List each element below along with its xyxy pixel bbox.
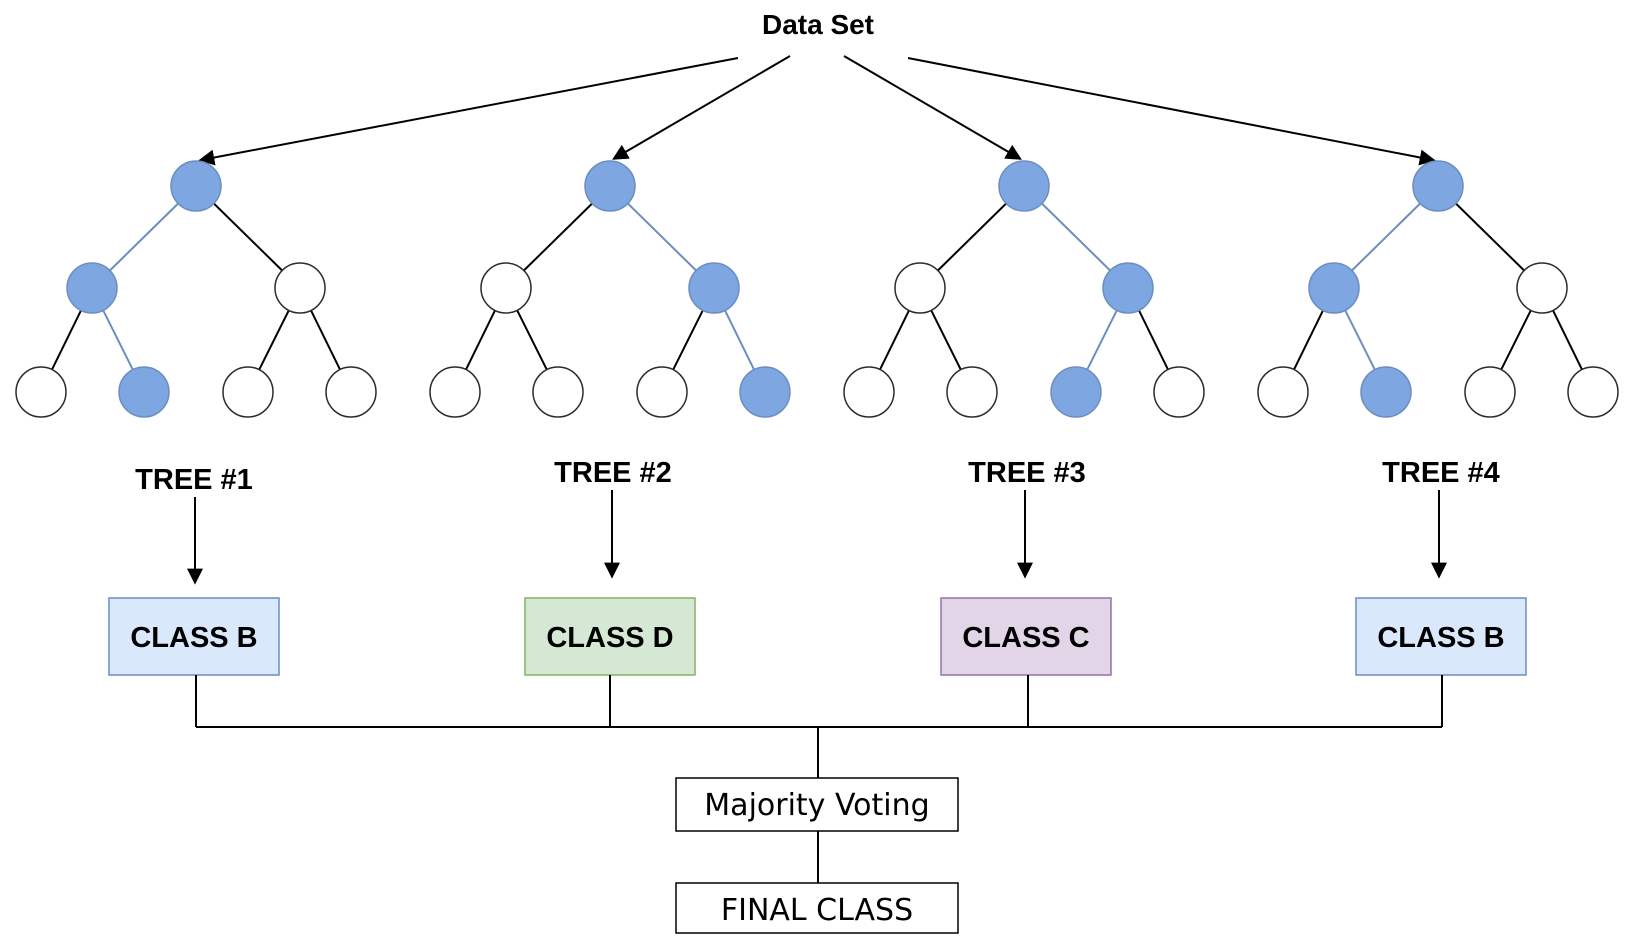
tree-edge [1041,202,1111,272]
tree-leaf-node [532,366,584,418]
tree-leaf-node [15,366,67,418]
tree-edge [258,309,290,371]
tree-edge [627,202,697,272]
majority-voting-box: Majority Voting [675,777,959,832]
tree-edge [1552,310,1583,370]
class-box-rect [1355,597,1527,676]
root-arrow-2 [612,55,791,160]
tree-leaf-node [946,366,998,418]
tree-edge [1351,202,1421,272]
class-box-label: CLASS B [1377,622,1504,654]
class-box-label: CLASS C [962,622,1089,654]
tree-leaf-node [325,366,377,418]
tree-1: TREE #1 CLASS B [15,160,377,676]
tree-4: TREE #4 CLASS B [1257,160,1619,676]
tree-root-node [1412,160,1464,212]
root-arrow-1 [198,57,739,166]
tree-label: TREE #4 [1382,457,1500,489]
class-box-rect [524,597,696,676]
tree-leaf-node [1153,366,1205,418]
tree-edge [724,310,755,370]
class-box-3: CLASS C [940,597,1112,676]
tree-edge [1293,310,1324,370]
tree-leaf-node [843,366,895,418]
final-class-box: FINAL CLASS [675,882,959,934]
tree-edge [1500,309,1532,371]
tree-edge [1455,202,1525,272]
tree-internal-node [1102,262,1154,314]
tree-leaf-node [1050,366,1102,418]
class-box-1: CLASS B [108,597,280,676]
tree-label: TREE #1 [135,464,253,496]
class-box-rect [108,597,280,676]
tree-edge [51,310,82,370]
tree-edge [1086,309,1118,371]
tree-leaf-node [118,366,170,418]
tree-label: TREE #3 [968,457,1086,489]
class-box-label: CLASS D [546,622,673,654]
tree-leaf-node [1360,366,1412,418]
tree-root-node [170,160,222,212]
tree-internal-node [1308,262,1360,314]
tree-internal-node [480,262,532,314]
tree-2: TREE #2 CLASS D [429,160,791,676]
data-set-label: Data Set [762,9,874,40]
tree-edge [1138,310,1169,370]
tree-internal-node [894,262,946,314]
tree-label: TREE #2 [554,457,672,489]
root-arrows [198,55,1436,166]
tree-leaf-node [429,366,481,418]
majority-voting-label: Majority Voting [704,788,929,823]
tree-edge [465,310,496,370]
class-box-4: CLASS B [1355,597,1527,676]
tree-edge [523,202,593,272]
tree-leaf-node [1567,366,1619,418]
tree-edge [879,310,910,370]
tree-leaf-node [222,366,274,418]
tree-edge [672,309,704,371]
tree-edge [516,309,548,371]
tree-edge [102,309,134,371]
final-class-label: FINAL CLASS [721,893,913,928]
tree-edge [937,202,1007,272]
class-box-rect [940,597,1112,676]
tree-leaf-node [1464,366,1516,418]
tree-root-node [584,160,636,212]
tree-leaf-node [739,366,791,418]
tree-edge [213,202,283,272]
aggregation-connectors [195,675,1443,883]
tree-internal-node [66,262,118,314]
tree-internal-node [274,262,326,314]
tree-root-node [998,160,1050,212]
trees-group: TREE #1 CLASS B TREE #2 CLASS D TREE #3 CLASS… [15,160,1619,676]
root-arrow-4 [907,57,1436,166]
tree-internal-node [688,262,740,314]
tree-internal-node [1516,262,1568,314]
class-box-label: CLASS B [130,622,257,654]
root-arrow-3 [843,55,1022,160]
tree-edge [310,310,341,370]
tree-edge [109,202,179,272]
tree-edge [1344,309,1376,371]
tree-leaf-node [1257,366,1309,418]
tree-leaf-node [636,366,688,418]
class-box-2: CLASS D [524,597,696,676]
tree-edge [930,309,962,371]
tree-3: TREE #3 CLASS C [843,160,1205,676]
